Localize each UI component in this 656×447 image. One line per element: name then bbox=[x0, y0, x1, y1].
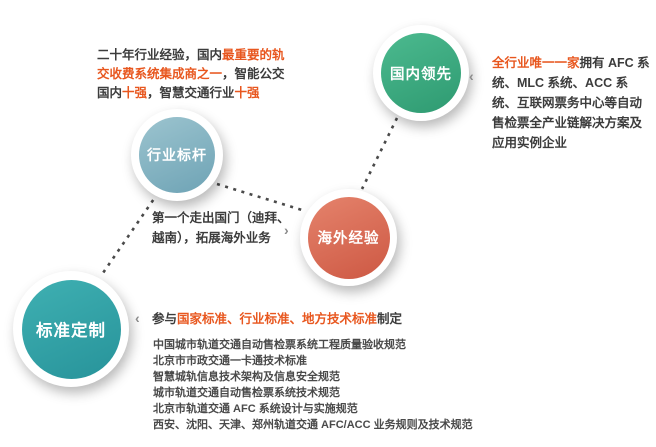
plain-text: ，智能公交国内 bbox=[97, 67, 285, 100]
standards-list-item: 智慧城轨信息技术架构及信息安全规范 bbox=[153, 371, 340, 383]
node-industry-benchmark: 行业标杆 bbox=[131, 109, 223, 201]
overseas-experience-circle: 海外经验 bbox=[307, 196, 390, 279]
highlight-text: 十强 bbox=[234, 86, 260, 100]
unique-company-text: 全行业唯一一家拥有 AFC 系统、MLC 系统、ACC 系统、互联网票务中心等自… bbox=[492, 53, 650, 153]
standards-list-item: 城市轨道交通自动售检票系统技术规范 bbox=[153, 387, 340, 399]
highlight-text: 最重要的轨交收费系统集成商之一 bbox=[97, 48, 285, 81]
standards-list-item: 中国城市轨道交通自动售检票系统工程质量验收规范 bbox=[153, 339, 406, 351]
standard-customization-label: 标准定制 bbox=[36, 322, 106, 340]
plain-text: 拥有 AFC 系统、MLC 系统、ACC 系统、互联网票务中心等自动售检票全产业… bbox=[492, 56, 650, 150]
connector-benchmark-to-overseas bbox=[216, 182, 303, 212]
node-standard-customization: 标准定制 bbox=[13, 271, 129, 387]
chevron-left-icon: ‹ bbox=[469, 68, 474, 84]
chevron-right-icon: › bbox=[284, 222, 289, 238]
connector-leading-to-overseas bbox=[360, 117, 399, 190]
plain-text: 第一个走出国门（迪拜、越南），拓展海外业务 bbox=[152, 211, 290, 245]
domestic-leading-circle: 国内领先 bbox=[381, 33, 461, 113]
overseas-text: 第一个走出国门（迪拜、越南），拓展海外业务 bbox=[152, 208, 296, 248]
plain-text: 制定 bbox=[377, 312, 403, 326]
chevron-left-icon: ‹ bbox=[135, 310, 140, 326]
overseas-experience-label: 海外经验 bbox=[317, 231, 380, 247]
highlight-text: 十强 bbox=[122, 86, 148, 100]
standards-list-item: 北京市轨道交通 AFC 系统设计与实施规范 bbox=[153, 403, 358, 415]
standards-list-item: 西安、沈阳、天津、郑州轨道交通 AFC/ACC 业务规则及技术规范 bbox=[153, 419, 473, 431]
plain-text: ，智慧交通行业 bbox=[147, 86, 235, 100]
standards-list: 中国城市轨道交通自动售检票系统工程质量验收规范北京市市政交通一卡通技术标准智慧城… bbox=[153, 337, 513, 433]
node-overseas-experience: 海外经验 bbox=[300, 189, 397, 286]
highlight-text: 国家标准、行业标准、地方技术标准 bbox=[177, 312, 378, 326]
standards-list-item: 北京市市政交通一卡通技术标准 bbox=[153, 355, 307, 367]
standards-header: 参与国家标准、行业标准、地方技术标准制定 bbox=[152, 311, 482, 327]
experience-text: 二十年行业经验，国内最重要的轨交收费系统集成商之一，智能公交国内十强，智慧交通行… bbox=[97, 46, 295, 103]
connector-benchmark-to-standard bbox=[101, 192, 160, 274]
standard-customization-circle: 标准定制 bbox=[21, 279, 121, 379]
node-domestic-leading: 国内领先 bbox=[373, 25, 469, 121]
industry-benchmark-circle: 行业标杆 bbox=[139, 117, 215, 193]
industry-benchmark-label: 行业标杆 bbox=[147, 147, 207, 163]
highlight-text: 全行业唯一一家 bbox=[492, 56, 580, 70]
plain-text: 二十年行业经验，国内 bbox=[97, 48, 223, 62]
plain-text: 参与 bbox=[152, 312, 178, 326]
domestic-leading-label: 国内领先 bbox=[390, 66, 452, 83]
